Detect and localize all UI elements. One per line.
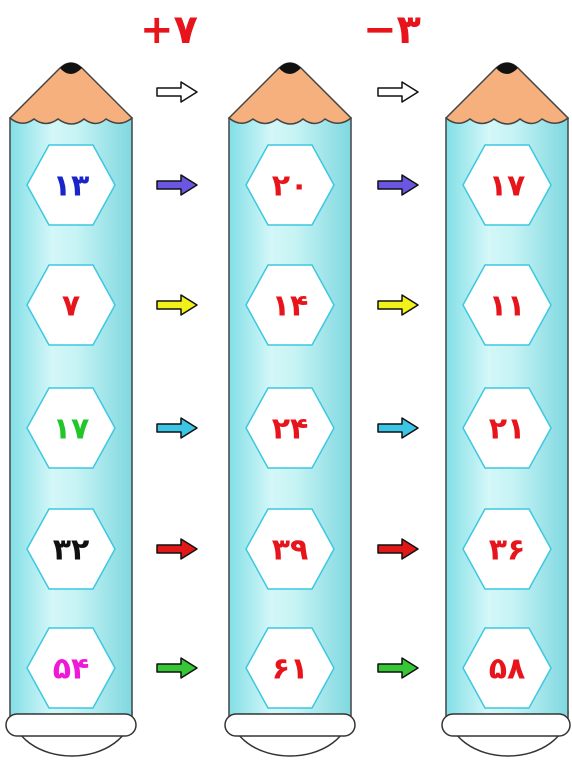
number-cell: ۱۴: [245, 264, 335, 346]
number-value: ۷: [62, 289, 80, 324]
right-arrow-icon: [156, 294, 198, 316]
pencil-ferrule: [441, 713, 571, 737]
number-cell: ۲۴: [245, 387, 335, 469]
right-arrow-icon: [377, 81, 419, 103]
hexagon-frame: [462, 264, 552, 346]
number-cell: ۵۴: [26, 627, 116, 709]
hexagon-frame: [245, 264, 335, 346]
right-arrow-icon: [156, 81, 198, 103]
number-value: ۲۴: [272, 412, 309, 447]
number-cell: ۷: [26, 264, 116, 346]
right-arrow-icon: [377, 657, 419, 679]
number-value: ۵۴: [53, 652, 90, 687]
number-cell: ۱۳: [26, 144, 116, 226]
pencil-lead: [496, 62, 518, 74]
right-arrow-icon: [156, 174, 198, 196]
number-value: ۳۹: [272, 533, 309, 568]
pencil-lead: [279, 62, 301, 74]
hexagon-frame: [245, 508, 335, 590]
number-cell: ۵۸: [462, 627, 552, 709]
number-value: ۳۶: [489, 533, 526, 568]
operation-add-seven: +۷: [140, 7, 198, 53]
hexagon-frame: [26, 627, 116, 709]
right-arrow-icon: [156, 417, 198, 439]
hexagon-frame: [26, 144, 116, 226]
hexagon-frame: [462, 144, 552, 226]
right-arrow-icon: [377, 538, 419, 560]
number-cell: ۱۷: [26, 387, 116, 469]
hexagon-frame: [462, 508, 552, 590]
right-arrow-icon: [377, 294, 419, 316]
right-arrow-icon: [156, 657, 198, 679]
number-value: ۱۴: [272, 289, 309, 324]
hexagon-frame: [462, 387, 552, 469]
right-arrow-icon: [377, 174, 419, 196]
hexagon-frame: [26, 508, 116, 590]
number-value: ۱۷: [53, 412, 90, 447]
number-value: ۱۳: [53, 169, 90, 204]
pencil-ferrule: [5, 713, 137, 737]
number-cell: ۱۷: [462, 144, 552, 226]
number-value: ۳۲: [53, 533, 90, 568]
number-cell: ۳۲: [26, 508, 116, 590]
pencil-lead: [60, 62, 82, 74]
number-value: ۱۱: [489, 289, 526, 324]
hexagon-frame: [245, 387, 335, 469]
number-cell: ۳۶: [462, 508, 552, 590]
right-arrow-icon: [156, 538, 198, 560]
number-cell: ۳۹: [245, 508, 335, 590]
number-cell: ۶۱: [245, 627, 335, 709]
hexagon-frame: [245, 144, 335, 226]
number-value: ۲۰: [272, 169, 309, 204]
number-value: ۵۸: [489, 652, 526, 687]
hexagon-frame: [26, 264, 116, 346]
number-cell: ۱۱: [462, 264, 552, 346]
right-arrow-icon: [377, 417, 419, 439]
number-cell: ۲۱: [462, 387, 552, 469]
hexagon-frame: [462, 627, 552, 709]
number-cell: ۲۰: [245, 144, 335, 226]
hexagon-frame: [245, 627, 335, 709]
pencil-ferrule: [224, 713, 356, 737]
number-value: ۱۷: [489, 169, 526, 204]
number-value: ۶۱: [272, 652, 309, 687]
number-value: ۲۱: [489, 412, 526, 447]
operation-subtract-three: −۳: [363, 7, 421, 53]
hexagon-frame: [26, 387, 116, 469]
